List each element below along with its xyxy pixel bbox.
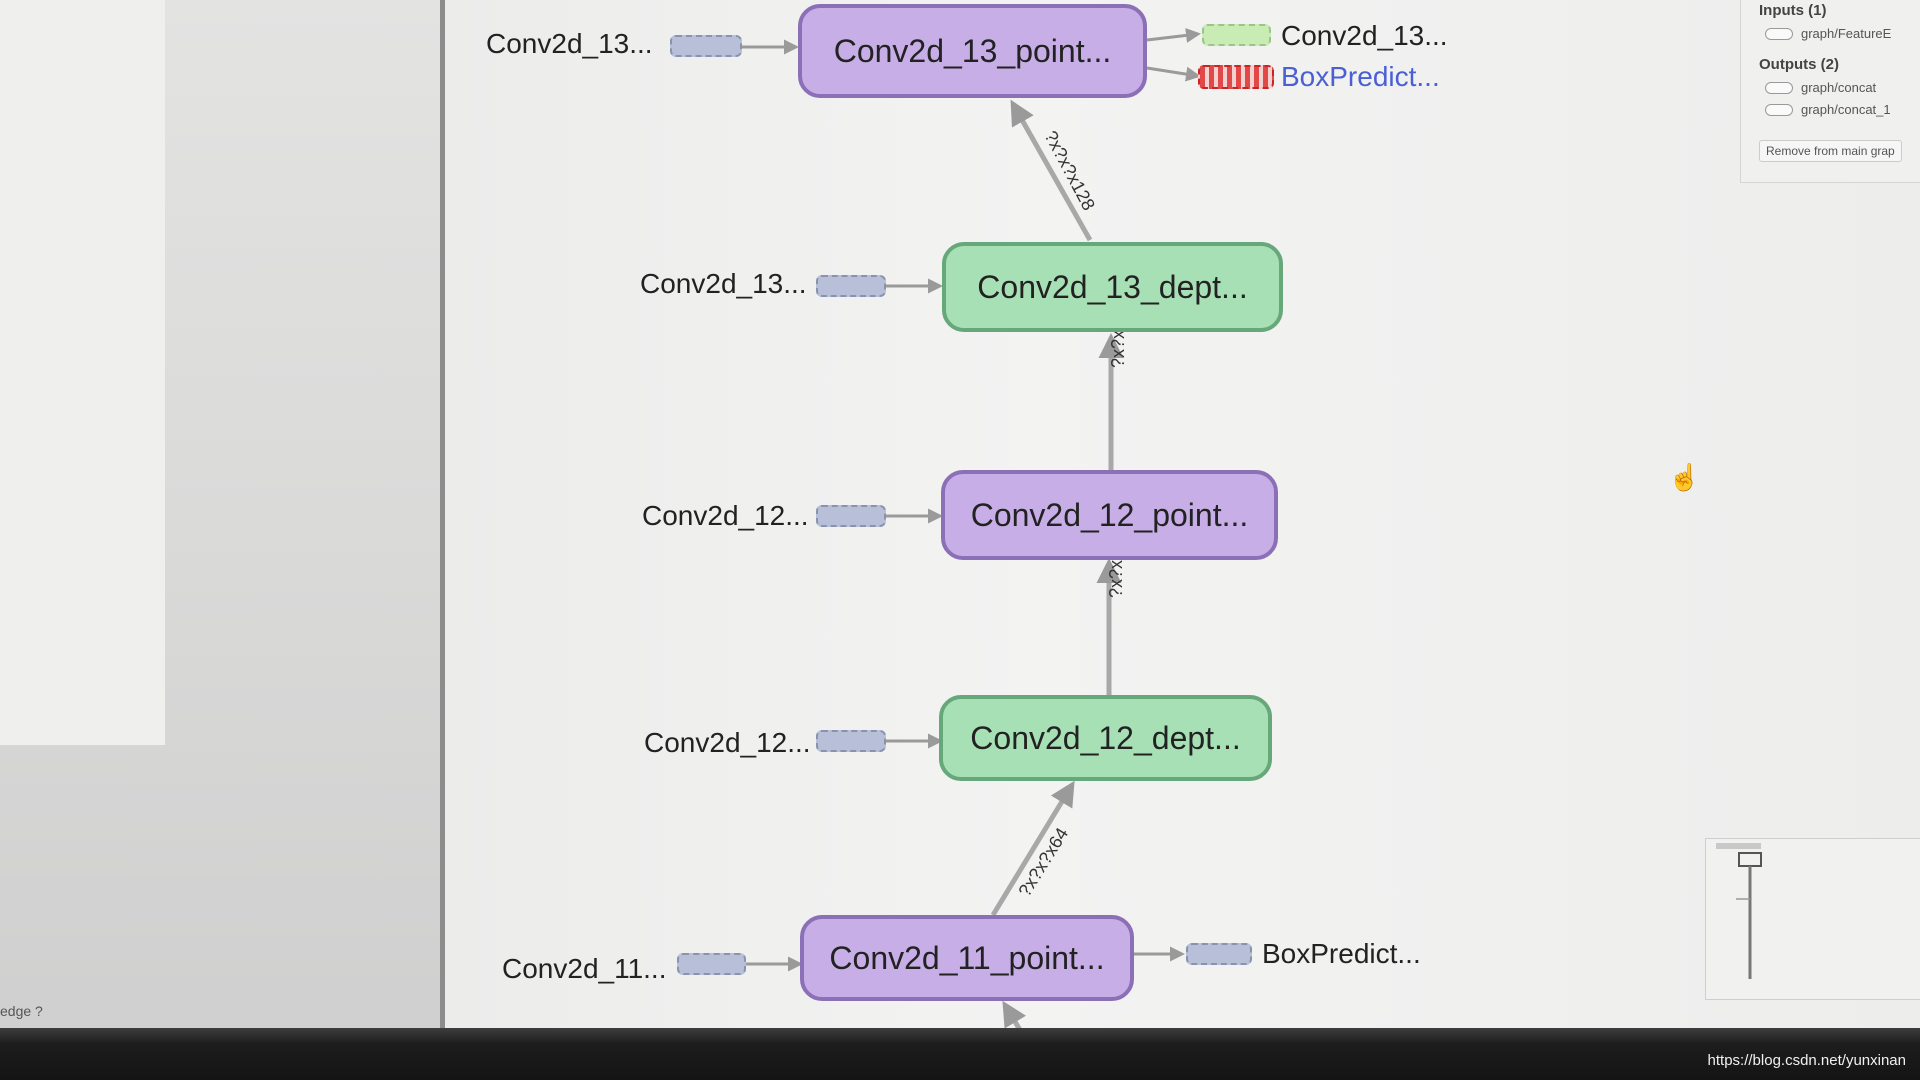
node-conv12-dept[interactable]: Conv2d_12_dept...	[939, 695, 1272, 781]
input-row[interactable]: graph/FeatureE	[1765, 26, 1891, 41]
left-panel: edge ?	[0, 0, 440, 1050]
input-pill-icon	[1765, 27, 1793, 40]
edge-out-conv13	[1146, 27, 1201, 43]
output-row-2[interactable]: graph/concat_1	[1765, 102, 1891, 117]
input-label-conv13-dept[interactable]: Conv2d_13...	[640, 268, 807, 299]
edge-dept13-to-point13	[1010, 99, 1093, 242]
edge-point11-to-dept12	[990, 780, 1075, 917]
hand-cursor-icon: ☝	[1668, 462, 1701, 492]
output-row-1[interactable]: graph/concat	[1765, 80, 1876, 95]
output-label-box11[interactable]: BoxPredict...	[1262, 938, 1421, 969]
graph-minimap[interactable]	[1705, 838, 1920, 1000]
output-pill-icon	[1765, 103, 1793, 116]
panel-divider	[440, 0, 445, 1050]
output-name-1: graph/concat	[1801, 80, 1877, 95]
node-label-conv12-dept: Conv2d_12_dept...	[970, 719, 1241, 756]
input-label-conv11-point[interactable]: Conv2d_11...	[502, 953, 667, 984]
node-conv12-point[interactable]: Conv2d_12_point...	[941, 470, 1278, 560]
node-label-conv12-point: Conv2d_12_point...	[970, 496, 1249, 533]
node-conv11-point[interactable]: Conv2d_11_point...	[800, 915, 1134, 1001]
input-label-conv12-dept[interactable]: Conv2d_12...	[644, 727, 811, 758]
output-pill-icon	[1765, 81, 1793, 94]
input-stub-conv13-dept[interactable]	[816, 275, 886, 297]
output-label-conv13[interactable]: Conv2d_13...	[1281, 20, 1448, 51]
output-stub-conv13[interactable]	[1202, 24, 1271, 46]
input-label-conv12-point[interactable]: Conv2d_12...	[642, 500, 809, 531]
output-name-2: graph/concat_1	[1801, 102, 1891, 117]
input-stub-conv12-dept[interactable]	[816, 730, 886, 752]
input-stub-conv11-point[interactable]	[677, 953, 746, 975]
node-label-conv13-point: Conv2d_13_point...	[833, 32, 1112, 69]
watermark-text: https://blog.csdn.net/yunxinan	[1707, 1052, 1906, 1069]
node-conv13-point[interactable]: Conv2d_13_point...	[798, 4, 1147, 98]
output-stub-box11[interactable]	[1186, 943, 1252, 965]
node-inspector-panel: Inputs (1) graph/FeatureE Outputs (2) gr…	[1740, 0, 1920, 183]
minimap-drawing	[1716, 843, 1762, 979]
node-label-conv13-dept: Conv2d_13_dept...	[977, 268, 1248, 305]
input-label-conv13-point[interactable]: Conv2d_13...	[486, 28, 653, 59]
node-label-conv11-point: Conv2d_11_point...	[829, 939, 1105, 976]
outputs-title: Outputs (2)	[1759, 56, 1839, 73]
input-name: graph/FeatureE	[1801, 26, 1892, 41]
output-stub-box13-selected[interactable]	[1198, 65, 1274, 89]
node-conv13-dept[interactable]: Conv2d_13_dept...	[942, 242, 1283, 332]
edge-help-text[interactable]: edge ?	[0, 1003, 43, 1019]
remove-from-main-graph-button[interactable]: Remove from main grap	[1759, 140, 1902, 162]
output-label-box13[interactable]: BoxPredict...	[1281, 61, 1440, 92]
left-panel-sheet	[0, 0, 165, 745]
input-stub-conv12-point[interactable]	[816, 505, 886, 527]
edge-out-box13	[1146, 66, 1201, 82]
inputs-title: Inputs (1)	[1759, 2, 1827, 19]
input-stub-conv13-point[interactable]	[670, 35, 742, 57]
monitor-bezel	[0, 1028, 1920, 1080]
